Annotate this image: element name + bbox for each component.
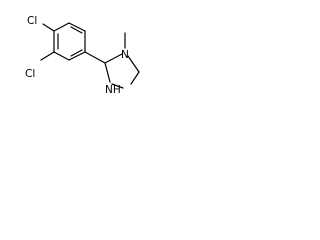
bond-ring-3 bbox=[53, 51, 70, 61]
atom-label-n-methyl: N bbox=[121, 49, 129, 61]
bond-c5-c4 bbox=[130, 71, 140, 85]
atom-label-cl-top: Cl bbox=[27, 15, 37, 27]
chemical-structure-diagram: Cl Cl N NH bbox=[25, 15, 140, 96]
double-bond-top-right bbox=[70, 26, 83, 34]
bond-cl-left bbox=[40, 51, 55, 61]
bond-c2-n1 bbox=[104, 53, 123, 64]
atom-label-nh: NH bbox=[105, 84, 121, 96]
bond-ring-4 bbox=[68, 51, 86, 61]
bond-n1-c5 bbox=[127, 55, 140, 73]
bond-ring-6 bbox=[68, 22, 86, 32]
atom-label-cl-left: Cl bbox=[25, 68, 35, 80]
imidazolidine-ring bbox=[104, 53, 140, 89]
benzene-ring bbox=[53, 22, 86, 61]
double-bond-bottom-right bbox=[70, 49, 83, 57]
bond-aryl-c2 bbox=[84, 51, 106, 64]
bond-ring-1 bbox=[53, 22, 70, 32]
bond-cl-top bbox=[42, 23, 55, 32]
bond-c4-n3 bbox=[111, 83, 124, 89]
bond-n3-c2 bbox=[104, 62, 111, 83]
